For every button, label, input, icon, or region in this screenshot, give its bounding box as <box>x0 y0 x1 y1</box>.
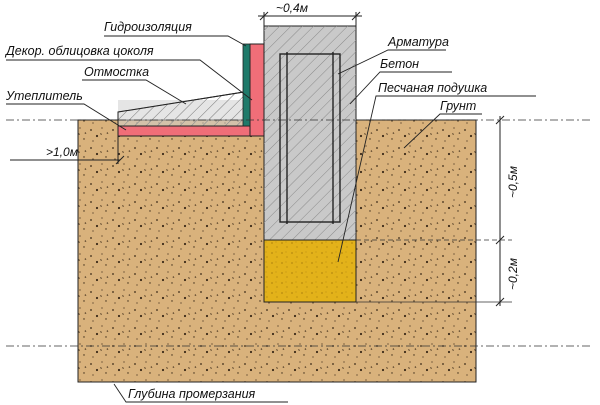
insulation-extent-dimension: >1,0м <box>10 136 125 165</box>
svg-text:~0,2м: ~0,2м <box>506 258 520 290</box>
label-frost-depth: Глубина промерзания <box>128 387 256 401</box>
label-soil: Грунт <box>440 99 476 113</box>
svg-text:>1,0м: >1,0м <box>46 145 78 159</box>
label-plinth-cladding: Декор. облицовка цоколя <box>4 44 154 58</box>
label-sand-cushion: Песчаная подушка <box>378 81 487 95</box>
label-concrete: Бетон <box>380 57 419 71</box>
label-insulation: Утеплитель <box>5 89 83 103</box>
label-blind-area: Отмостка <box>84 65 149 79</box>
label-waterproofing: Гидроизоляция <box>104 20 192 34</box>
label-rebar: Арматура <box>387 35 449 49</box>
leader-lines <box>6 35 536 403</box>
svg-text:~0,4м: ~0,4м <box>276 1 308 15</box>
sand-cushion <box>263 239 357 303</box>
insulation-strip <box>117 125 265 137</box>
svg-text:~0,5м: ~0,5м <box>506 166 520 198</box>
waterproofing-layer <box>242 43 251 127</box>
rebar-cage <box>279 52 341 224</box>
width-dimension: ~0,4м <box>258 1 362 26</box>
depth-dimension: ~0,5м ~0,2м <box>495 115 520 307</box>
plinth-cladding <box>249 43 265 137</box>
